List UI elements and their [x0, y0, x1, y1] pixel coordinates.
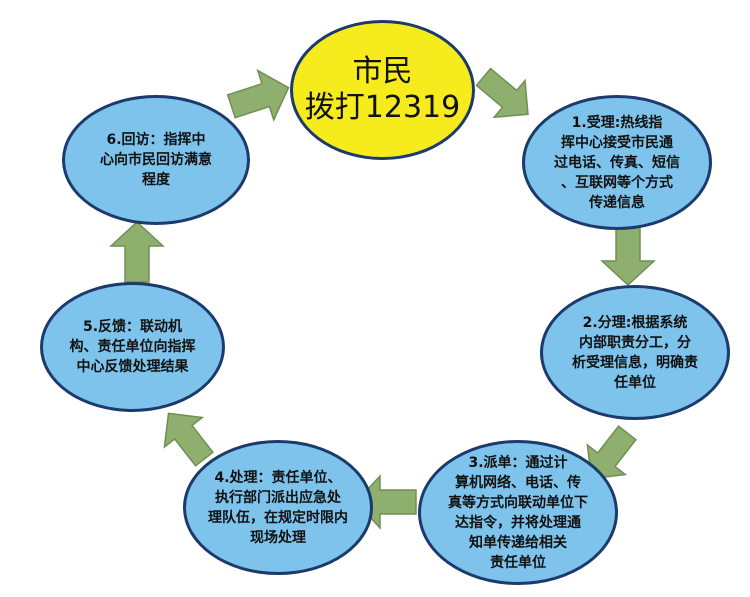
arrow-step1-to-step2 [600, 224, 656, 287]
step-4-label: 4.处理：责任单位、 执行部门派出应急处 理队伍，在规定时限内 现场处理 [208, 469, 348, 546]
arrow-step6-to-start [226, 68, 290, 122]
arrow-step4-to-step5 [163, 412, 214, 467]
step-5-label: 5.反馈：联动机 构、责任单位向指挥 中心反馈处理结果 [69, 319, 196, 375]
step-6-revisit-node: 6.回访：指挥中 心向市民回访满意 程度 [62, 95, 250, 225]
step-2-label: 2.分理:根据系统 内部职责分工，分 析受理信息，明确责 任单位 [572, 314, 698, 391]
step-1-label: 1.受理:热线指 挥中心接受市民通 过电话、传真、短信 、互联网等个方式 传递信… [554, 114, 680, 211]
arrow-start-to-step1 [475, 67, 529, 119]
step-2-assign-node: 2.分理:根据系统 内部职责分工，分 析受理信息，明确责 任单位 [540, 285, 730, 420]
step-6-label: 6.回访：指挥中 心向市民回访满意 程度 [100, 132, 212, 188]
step-3-dispatch-node: 3.派单：通过计 算机网络、电话、传 真等方式向联动单位下 达指令，并将处理通 … [418, 440, 618, 585]
start-node-label: 市民 拨打12319 [304, 54, 461, 125]
arrow-step5-to-step6 [109, 220, 165, 283]
step-5-feedback-node: 5.反馈：联动机 构、责任单位向指挥 中心反馈处理结果 [40, 282, 225, 412]
start-node-citizen-call: 市民 拨打12319 [290, 20, 475, 160]
step-4-handle-node: 4.处理：责任单位、 执行部门派出应急处 理队伍，在规定时限内 现场处理 [183, 440, 373, 575]
step-3-label: 3.派单：通过计 算机网络、电话、传 真等方式向联动单位下 达指令，并将处理通 … [448, 454, 588, 571]
step-1-accept-node: 1.受理:热线指 挥中心接受市民通 过电话、传真、短信 、互联网等个方式 传递信… [522, 95, 712, 230]
